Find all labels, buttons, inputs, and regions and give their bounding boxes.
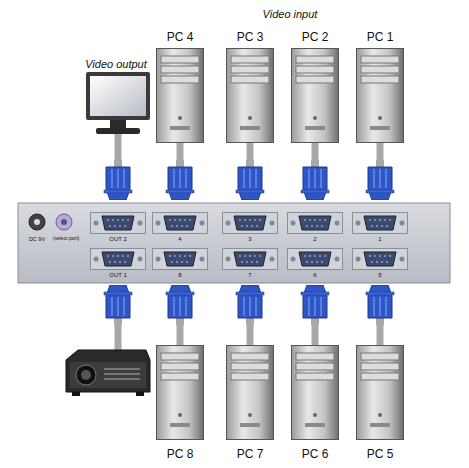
power-label: DC 9V bbox=[29, 236, 45, 242]
port-label: OUT 1 bbox=[109, 272, 127, 279]
port-number: 7 bbox=[248, 272, 251, 279]
pc-label: PC 5 bbox=[367, 448, 394, 461]
port-number: 3 bbox=[248, 236, 251, 243]
port-number: 1 bbox=[378, 236, 381, 243]
port-number: 4 bbox=[178, 236, 181, 243]
pc-label: PC 3 bbox=[237, 31, 264, 44]
pc-label: PC 8 bbox=[167, 448, 194, 461]
section-caption: Video output bbox=[85, 58, 147, 70]
port-number: 2 bbox=[313, 236, 316, 243]
port-label: OUT 2 bbox=[109, 236, 127, 243]
pc-label: PC 2 bbox=[302, 31, 329, 44]
pc-label: PC 1 bbox=[367, 31, 394, 44]
port-number: 6 bbox=[313, 272, 316, 279]
pc-label: PC 7 bbox=[237, 448, 264, 461]
pc-label: PC 4 bbox=[167, 31, 194, 44]
pc-label: PC 6 bbox=[302, 448, 329, 461]
select-label: (select port) bbox=[53, 236, 79, 242]
port-number: 5 bbox=[378, 272, 381, 279]
port-number: 8 bbox=[178, 272, 181, 279]
section-caption: Video input bbox=[263, 8, 318, 20]
